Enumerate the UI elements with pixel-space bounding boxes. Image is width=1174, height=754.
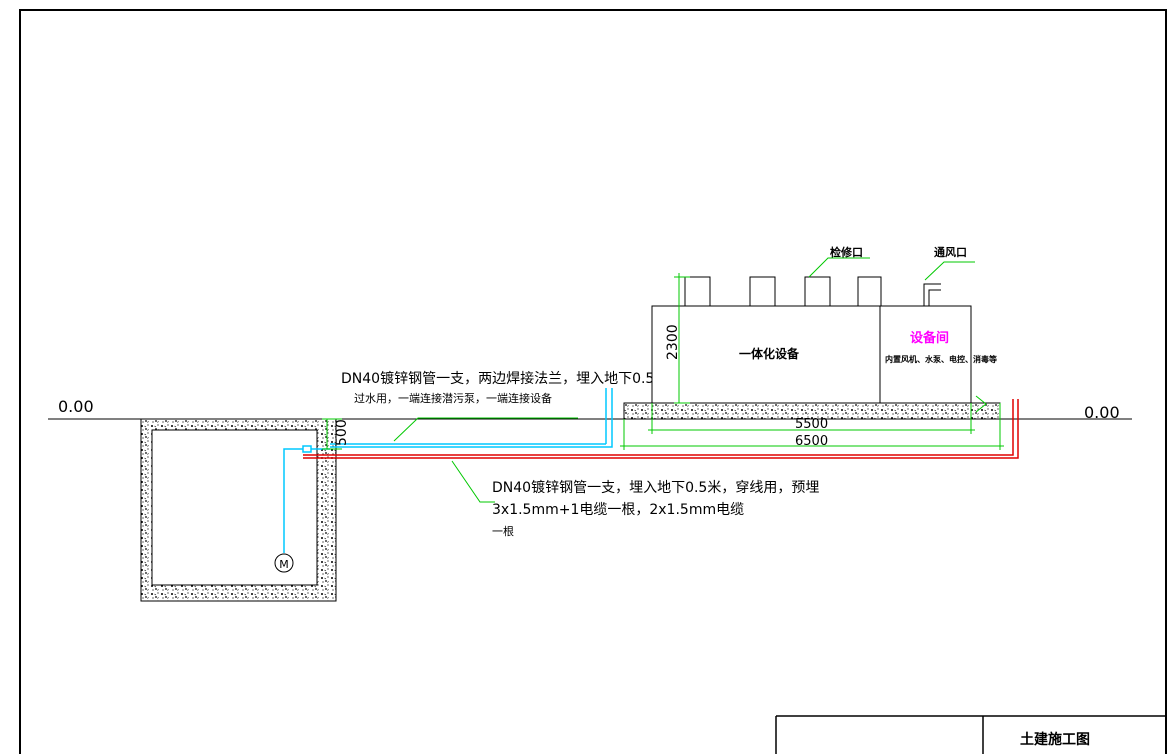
equipment-room-title: 设备间 <box>910 330 949 346</box>
lower-pipe-note-line3: 一根 <box>492 524 514 538</box>
upper-pipe-note-line2: 过水用，一端连接潜污泵，一端连接设备 <box>354 391 552 405</box>
manhole-label: 检修口 <box>830 245 863 259</box>
level-right-label: 0.00 <box>1084 403 1120 422</box>
drawing-frame <box>19 9 1167 754</box>
level-left-label: 0.00 <box>58 397 94 416</box>
height-dim-text: 2300 <box>665 324 681 360</box>
equipment-name: 一体化设备 <box>739 346 800 361</box>
lower-pipe-leader <box>451 460 495 503</box>
dim-outer-text: 6500 <box>795 434 828 449</box>
depth-dim-text: 500 <box>334 419 350 446</box>
dim-inner-text: 5500 <box>795 417 828 432</box>
svg-text:M: M <box>279 558 289 571</box>
upper-pipe-note-line1: DN40镀锌钢管一支，两边焊接法兰，埋入地下0.5米 <box>341 370 668 387</box>
equipment-room-note: 内置风机、水泵、电控、消毒等 <box>885 354 997 364</box>
title-block-name: 土建施工图 <box>1020 731 1090 748</box>
submersible-pump-icon: M <box>274 553 294 573</box>
lower-pipe-note-line2: 3x1.5mm+1电缆一根，2x1.5mm电缆 <box>492 502 744 518</box>
water-pipe <box>283 388 613 553</box>
height-dimension <box>674 273 690 404</box>
title-block <box>775 715 1166 754</box>
depth-dimension <box>322 418 342 450</box>
cable-pipe <box>303 399 1019 459</box>
upper-pipe-leader <box>393 417 578 442</box>
lower-pipe-note-line1: DN40镀锌钢管一支，埋入地下0.5米，穿线用，预埋 <box>492 479 819 496</box>
vent-label: 通风口 <box>934 245 967 259</box>
vent-leader <box>924 261 975 281</box>
width-dimensions <box>620 395 1004 450</box>
integrated-equipment <box>651 276 972 404</box>
manhole-leader <box>808 257 870 278</box>
